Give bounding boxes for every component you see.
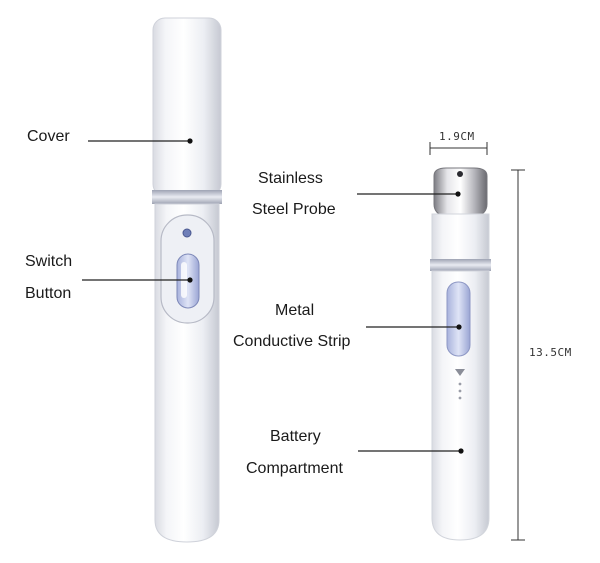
dimension-width-label: 1.9CM xyxy=(439,130,475,143)
right-pen-body xyxy=(431,270,490,541)
label-switch-line2: Button xyxy=(25,285,72,302)
label-probe-line1: Stainless xyxy=(258,170,323,187)
label-strip-line1: Metal xyxy=(275,302,315,319)
right-pen-strip-icon xyxy=(446,281,471,357)
right-pen-ring xyxy=(430,259,491,271)
label-battery-line1: Battery xyxy=(270,428,321,445)
left-pen-cover xyxy=(152,17,222,197)
right-pen-neck xyxy=(431,213,490,261)
dimension-length-label: 13.5CM xyxy=(529,346,572,359)
label-battery-line2: Compartment xyxy=(246,460,343,477)
leader-lines xyxy=(82,140,460,452)
left-pen-led-icon xyxy=(182,228,192,238)
label-probe-line2: Steel Probe xyxy=(252,201,336,218)
label-cover: Cover xyxy=(27,128,70,145)
dimension-width-marker xyxy=(429,142,488,155)
left-pen-band xyxy=(152,190,222,204)
leader-dots xyxy=(187,138,464,454)
dimension-length-marker xyxy=(511,169,525,541)
right-pen xyxy=(430,167,491,541)
right-pen-grip-dots xyxy=(458,382,462,400)
label-strip-line2: Conductive Strip xyxy=(233,333,351,350)
right-pen-arrow-icon xyxy=(455,369,465,376)
label-switch-line1: Switch xyxy=(25,253,73,270)
